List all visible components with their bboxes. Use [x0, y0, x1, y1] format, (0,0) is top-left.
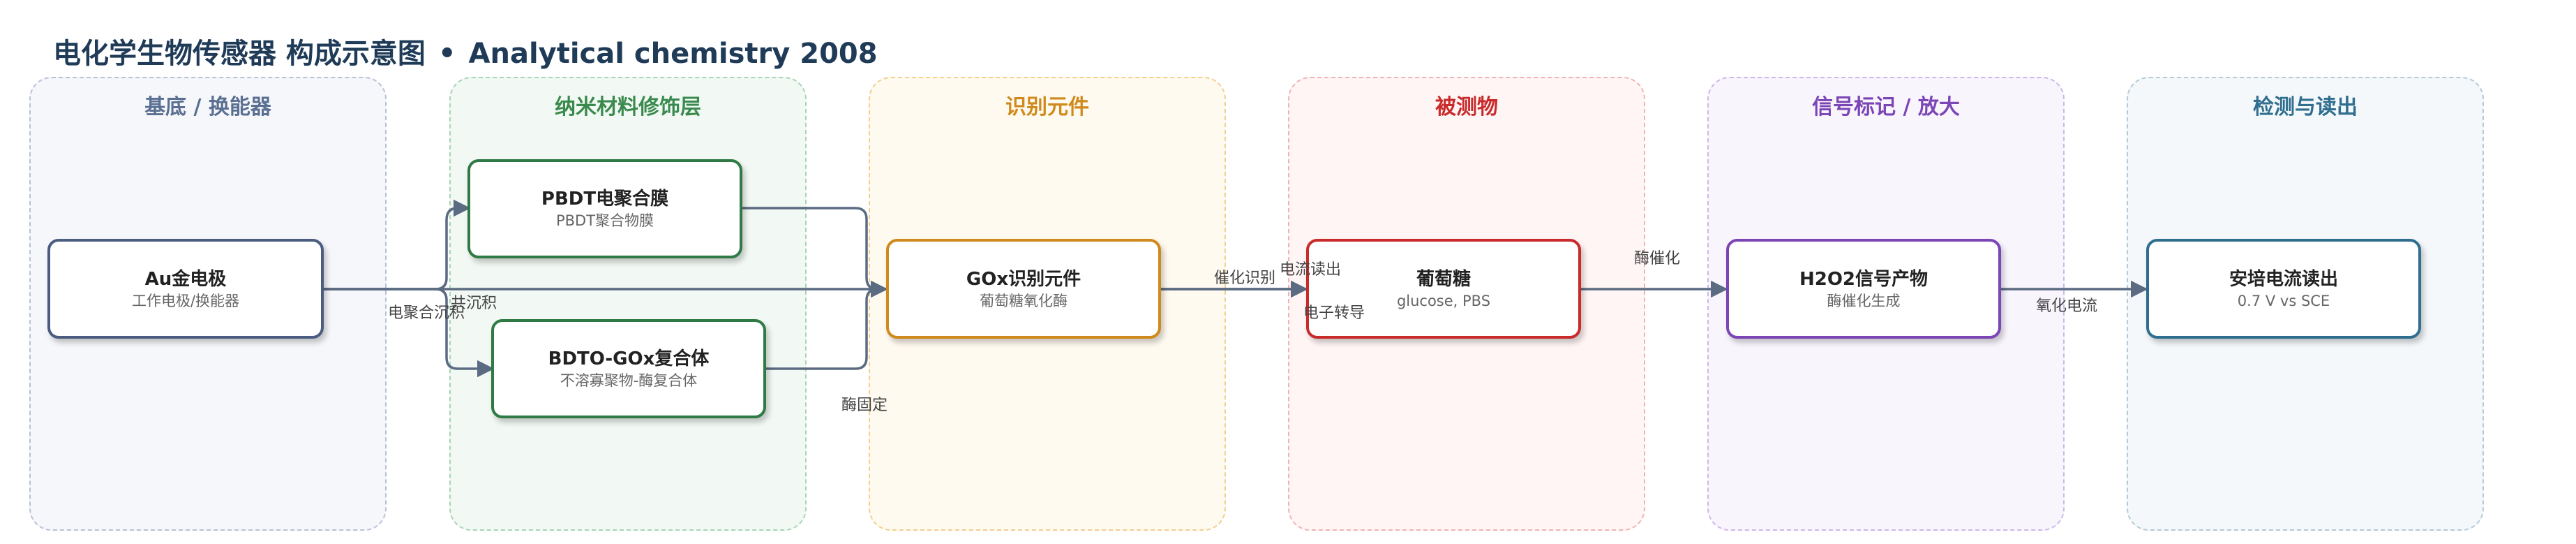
node-pbdt-film: PBDT电聚合膜 PBDT聚合物膜	[467, 159, 742, 258]
node-bdto-complex-title: BDTO-GOx复合体	[548, 348, 710, 369]
node-bdto-complex: BDTO-GOx复合体 不溶寡聚物-酶复合体	[491, 319, 766, 418]
node-au-electrode-subtitle: 工作电极/换能器	[131, 292, 240, 309]
node-glucose: 葡萄糖 glucose, PBS	[1306, 239, 1581, 339]
edge-label-current-readout: 电流读出	[1280, 261, 1342, 279]
lane-title-readout: 检测与读出	[2253, 95, 2358, 119]
node-pbdt-film-title: PBDT电聚合膜	[541, 189, 669, 209]
node-glucose-title: 葡萄糖	[1416, 268, 1471, 290]
edge-label-catalytic-recognition: 催化识别	[1214, 270, 1276, 287]
lane-title-substrate: 基底 / 换能器	[144, 95, 271, 119]
lane-title-nano: 纳米材料修饰层	[555, 95, 701, 119]
page-title: 电化学生物传感器 构成示意图 • Analytical chemistry 2008	[53, 31, 878, 71]
lane-nano: 纳米材料修饰层	[449, 77, 807, 531]
edge-label-enzyme-catalysis: 酶催化	[1634, 250, 1681, 267]
node-amperometric-subtitle: 0.7 V vs SCE	[2237, 292, 2330, 309]
edge-label-enzyme-immobilization: 酶固定	[841, 397, 888, 414]
lane-title-signal: 信号标记 / 放大	[1812, 95, 1960, 119]
node-au-electrode-title: Au金电极	[144, 268, 227, 290]
title-source: Analytical chemistry 2008	[468, 38, 878, 70]
lane-substrate: 基底 / 换能器	[29, 77, 387, 531]
node-glucose-subtitle: glucose, PBS	[1396, 292, 1491, 309]
edge-label-oxidation-current: 氧化电流	[2036, 297, 2098, 315]
node-h2o2-title: H2O2信号产物	[1799, 268, 1929, 290]
node-amperometric: 安培电流读出 0.7 V vs SCE	[2146, 239, 2421, 339]
node-gox-title: GOx识别元件	[966, 268, 1081, 290]
edge-label-electropolymerization: 电聚合沉积	[388, 304, 465, 322]
node-h2o2: H2O2信号产物 酶催化生成	[1726, 239, 2001, 339]
edge-label-codeposition: 共沉积	[451, 295, 497, 312]
edge-label-electron-transfer: 电子转导	[1303, 304, 1365, 322]
lane-title-recognition: 识别元件	[1005, 95, 1089, 119]
node-h2o2-subtitle: 酶催化生成	[1827, 292, 1901, 309]
node-bdto-complex-subtitle: 不溶寡聚物-酶复合体	[560, 372, 698, 389]
node-au-electrode: Au金电极 工作电极/换能器	[47, 239, 324, 339]
node-gox: GOx识别元件 葡萄糖氧化酶	[886, 239, 1161, 339]
title-separator: •	[437, 38, 456, 70]
node-amperometric-title: 安培电流读出	[2229, 268, 2338, 290]
node-gox-subtitle: 葡萄糖氧化酶	[980, 292, 1068, 309]
node-pbdt-film-subtitle: PBDT聚合物膜	[555, 212, 654, 229]
title-main: 电化学生物传感器 构成示意图	[53, 38, 426, 70]
lane-title-analyte: 被测物	[1435, 95, 1498, 119]
